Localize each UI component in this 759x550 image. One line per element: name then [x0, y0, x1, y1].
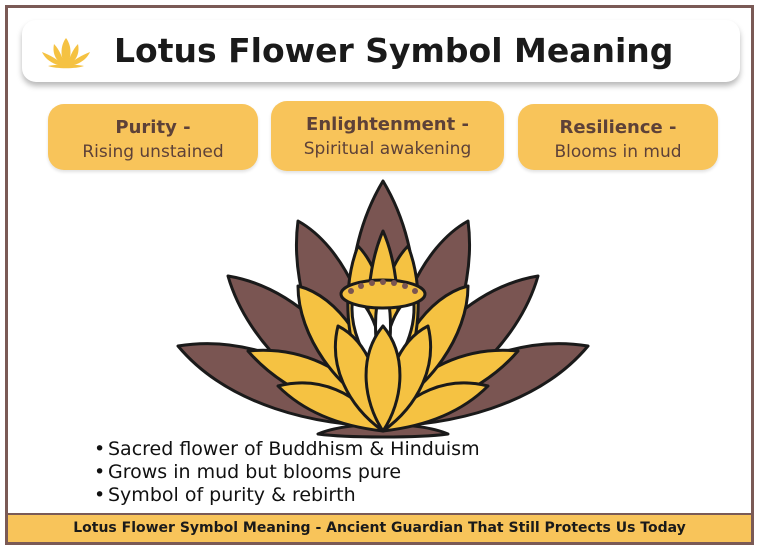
fact-item: Symbol of purity & rebirth — [94, 484, 480, 507]
title-bar: Lotus Flower Symbol Meaning — [22, 20, 740, 82]
meaning-description: Rising unstained — [82, 142, 224, 162]
meaning-card-enlightenment: Enlightenment - Spiritual awakening — [271, 101, 504, 171]
meaning-card-resilience: Resilience - Blooms in mud — [518, 104, 718, 170]
meaning-description: Blooms in mud — [554, 142, 682, 162]
facts-list: Sacred flower of Buddhism & Hinduism Gro… — [94, 438, 480, 507]
meaning-heading: Purity - — [115, 117, 191, 138]
fact-item: Sacred flower of Buddhism & Hinduism — [94, 438, 480, 461]
fact-item: Grows in mud but blooms pure — [94, 461, 480, 484]
page-title: Lotus Flower Symbol Meaning — [114, 31, 674, 70]
poster-frame: Lotus Flower Symbol Meaning Purity - Ris… — [5, 5, 754, 545]
meaning-description: Spiritual awakening — [303, 139, 472, 159]
lotus-flower-illustration — [176, 179, 590, 439]
footer-banner: Lotus Flower Symbol Meaning - Ancient Gu… — [8, 513, 751, 542]
meaning-card-purity: Purity - Rising unstained — [48, 104, 258, 170]
meaning-heading: Resilience - — [559, 117, 677, 138]
meaning-heading: Enlightenment - — [306, 114, 469, 135]
lotus-icon — [42, 38, 90, 69]
